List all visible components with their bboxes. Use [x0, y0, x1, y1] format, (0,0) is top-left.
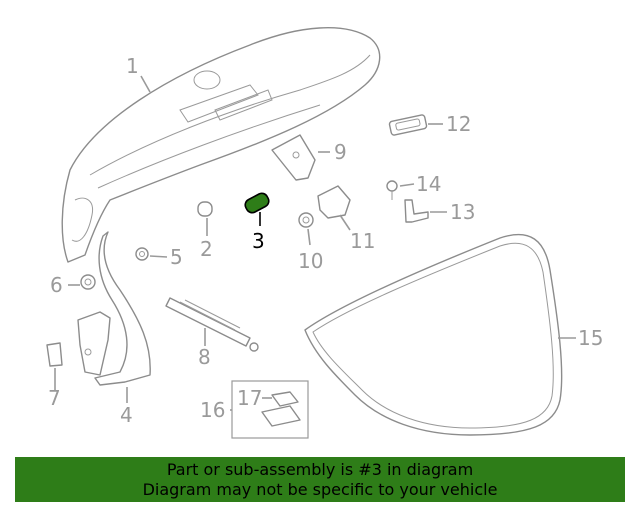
callout-9: 9: [334, 140, 347, 164]
part-9-latch-bracket: [271, 134, 316, 181]
callout-4: 4: [120, 403, 133, 427]
part-6-nut: [80, 274, 96, 290]
callout-7: 7: [48, 386, 61, 410]
callout-12: 12: [446, 112, 471, 136]
part-3-highlighted: [244, 192, 270, 214]
callout-3: 3: [252, 229, 265, 253]
part-10-grommet: [298, 212, 314, 228]
part-5-bolt: [135, 247, 149, 261]
part-12-handle: [388, 114, 428, 136]
callout-2: 2: [200, 237, 213, 261]
callout-1: 1: [126, 54, 139, 78]
part-16-kit-box: [231, 380, 309, 439]
part-2-bump-stop: [197, 201, 213, 217]
callout-8: 8: [198, 345, 211, 369]
callout-13: 13: [450, 200, 475, 224]
part-7-bracket: [46, 342, 63, 367]
banner-line-part: Part or sub-assembly is #3 in diagram: [166, 460, 474, 479]
callout-6: 6: [50, 273, 63, 297]
callout-labels: 1 2 3 4 5 6 7 8 9 10 11 12 13 14 15 16 1…: [48, 54, 603, 427]
part-15-weatherstrip: [304, 233, 563, 436]
callout-15: 15: [578, 326, 603, 350]
banner-line-disclaimer: Diagram may not be specific to your vehi…: [142, 480, 498, 499]
leader-lines: [54, 75, 576, 411]
part-4-hinge: [77, 231, 151, 386]
part-1-trunk-lid: [61, 27, 381, 263]
callout-10: 10: [298, 249, 323, 273]
callout-16: 16: [200, 398, 225, 422]
part-13-clip: [404, 199, 429, 223]
callout-11: 11: [350, 229, 375, 253]
callout-14: 14: [416, 172, 441, 196]
callout-5: 5: [170, 245, 183, 269]
part-info-banner: Part or sub-assembly is #3 in diagram Di…: [15, 457, 625, 502]
part-8-gas-strut: [165, 297, 259, 352]
part-11-latch: [317, 185, 351, 219]
callout-17: 17: [237, 386, 262, 410]
part-14-screw: [386, 180, 398, 200]
